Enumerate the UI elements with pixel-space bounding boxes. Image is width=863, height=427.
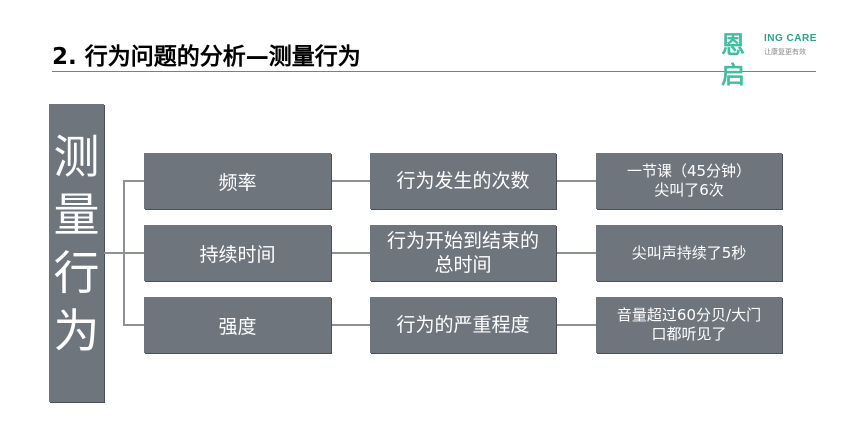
measure-example: 音量超过60分贝/大门 口都听见了 [616,306,762,343]
measure-definition: 行为的严重程度 [396,314,530,336]
connector-row-1-a [331,180,370,182]
connector-row-3-a [331,324,370,326]
connector-to-row-1 [123,180,144,182]
measure-example: 尖叫声持续了5秒 [631,243,747,262]
measure-example-box: 音量超过60分贝/大门 口都听见了 [596,297,782,353]
measure-definition-box: 行为的严重程度 [370,297,556,353]
connector-row-2-a [331,252,370,254]
measure-example-box: 尖叫声持续了5秒 [596,225,782,281]
measure-name: 持续时间 [199,243,276,266]
measure-name-box: 频率 [144,153,331,209]
measure-definition-box: 行为开始到结束的 总时间 [370,225,556,281]
connector-to-row-3 [123,324,144,326]
measure-example: 一节课（45分钟） 尖叫了6次 [626,162,752,199]
connector-row-1-b [556,180,596,182]
connector-row-3-b [556,324,596,326]
measure-name-box: 强度 [144,297,331,353]
measure-example-box: 一节课（45分钟） 尖叫了6次 [596,153,782,209]
measure-definition: 行为发生的次数 [396,170,530,192]
measure-name-box: 持续时间 [144,225,331,281]
logo-slogan: 让康复更有效 [764,48,806,56]
root-label: 测 量 行 为 [53,130,100,358]
logo-mark: 恩启 [721,31,745,89]
measure-definition: 行为开始到结束的 总时间 [386,230,539,276]
connector-root-stub [104,252,124,254]
page-title: 2. 行为问题的分析—测量行为 [52,44,361,70]
root-box: 测 量 行 为 [49,104,104,402]
measure-name: 频率 [218,171,257,194]
logo-brand-name: ING CARE [764,33,817,44]
measure-definition-box: 行为发生的次数 [370,153,556,209]
connector-row-2-b [556,252,596,254]
title-divider [52,71,816,72]
connector-to-row-2 [123,252,144,254]
measure-name: 强度 [218,315,257,338]
